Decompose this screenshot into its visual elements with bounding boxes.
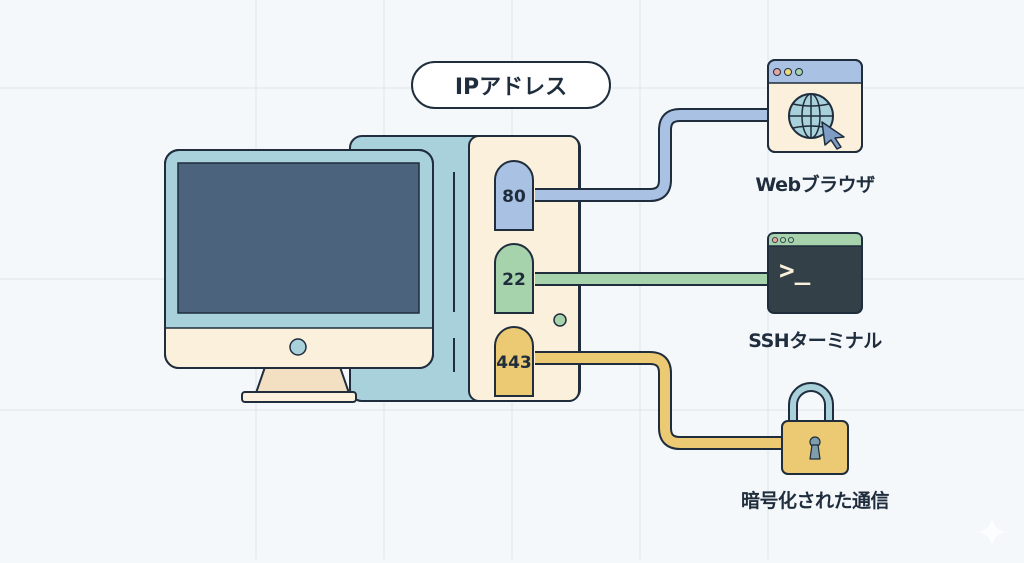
port-443-label: 443: [496, 353, 532, 373]
monitor-screen: [177, 162, 420, 314]
monitor: [164, 149, 434, 403]
keyhole-icon: [809, 436, 821, 460]
web-browser-label: Webブラウザ: [755, 174, 875, 196]
terminal-icon: >_: [767, 232, 863, 314]
ip-address-title: IPアドレス: [411, 61, 611, 109]
monitor-base: [241, 391, 357, 403]
port-443: 443: [494, 326, 534, 397]
browser-globe-icon: [767, 59, 863, 153]
encrypted-communication-label: 暗号化された通信: [740, 490, 890, 512]
port-22: 22: [494, 243, 534, 314]
port-80-label: 80: [502, 187, 526, 207]
padlock-icon: [781, 382, 849, 475]
connections: [535, 108, 785, 450]
monitor-button: [289, 338, 307, 356]
power-led: [553, 313, 567, 327]
cursor-icon: [821, 121, 845, 150]
ssh-terminal-label: SSHターミナル: [748, 330, 882, 352]
terminal-prompt: >_: [779, 256, 811, 286]
ip-address-title-text: IPアドレス: [454, 75, 568, 100]
port-80: 80: [494, 160, 534, 231]
monitor-stand: [254, 366, 351, 394]
port-22-label: 22: [502, 270, 526, 290]
sparkle-mark: [978, 518, 1006, 546]
